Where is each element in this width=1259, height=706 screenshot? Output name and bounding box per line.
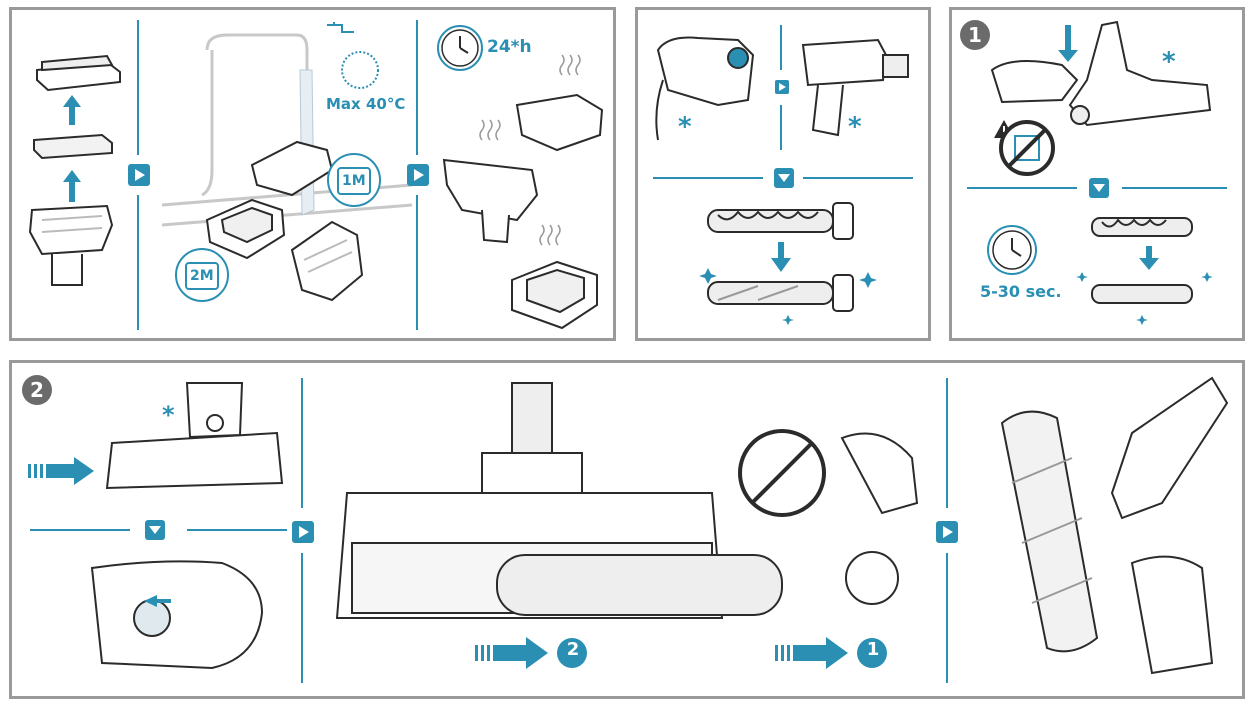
asterisk-icon-4: * [162, 401, 175, 429]
filter-frame [36, 54, 121, 92]
calendar-icon-2 [175, 248, 229, 302]
hair-removal-panel: 1 * [949, 7, 1245, 341]
dust-container [28, 204, 114, 286]
nozzle-front-view [105, 382, 284, 490]
next-arrow-icon-2 [407, 164, 429, 186]
down-arrow-icon-2 [1089, 178, 1109, 198]
wet-dust-container [290, 220, 364, 302]
asterisk-icon-3: * [1162, 47, 1176, 77]
asterisk-icon-2: * [848, 112, 862, 142]
washed-brushroll-upright [1000, 410, 1099, 653]
brushroll-washing-illustration: * [28, 376, 1229, 683]
no-water-icon-2 [738, 429, 826, 517]
clean-brushroll [707, 274, 854, 312]
end-cap-release [90, 560, 264, 670]
next-arrow-icon-3 [775, 80, 789, 94]
step-number-2-badge: 2 [22, 375, 52, 405]
filter-cleaning-illustration [28, 20, 604, 330]
filter-sponge [33, 133, 113, 160]
nozzle-side-view [801, 38, 909, 137]
sparkle-icon [699, 268, 877, 325]
asterisk-icon: * [678, 112, 692, 142]
duration-label: 5-30 sec. [980, 282, 1062, 301]
release-arrow [144, 595, 171, 607]
water-temperature-label: Max 40°C [326, 95, 406, 113]
clean-brushroll-2 [1091, 284, 1193, 304]
brushroll-removal-panel: * * [635, 7, 931, 341]
down-arrow [771, 242, 791, 272]
sequence-number-1: 1 [866, 639, 880, 660]
sequence-arrow-2 [475, 637, 587, 669]
filter-cleaning-panel: Max 40°C 1M 2M 24*h [9, 7, 616, 341]
drying-time-label: 24*h [487, 37, 532, 57]
push-arrow [28, 457, 94, 485]
interval-2m-label: 2M [190, 268, 214, 284]
down-arrow-icon-3 [145, 520, 165, 540]
nozzle-end-view [656, 36, 755, 107]
brushroll-washing-panel: 2 * [9, 360, 1245, 699]
sparkle-icon-2 [1076, 272, 1213, 325]
next-arrow-icon [128, 164, 150, 186]
next-arrow-icon-5 [936, 521, 958, 543]
down-arrow-icon [774, 168, 794, 188]
steam-lines [479, 54, 581, 246]
tangled-brushroll [1091, 217, 1193, 237]
hair-removal-illustration: * [967, 20, 1227, 325]
wiping-cloth [1130, 555, 1214, 675]
wet-filter-frame [205, 198, 286, 260]
interval-1m-label: 1M [342, 173, 366, 189]
end-cap-detail [840, 432, 919, 605]
clock-icon-2 [987, 225, 1037, 275]
wet-sponge [250, 140, 334, 197]
dirty-brushroll [707, 202, 854, 240]
next-arrow-icon-4 [292, 521, 314, 543]
no-water-icon [999, 120, 1055, 176]
stick-vacuum-head [1068, 20, 1212, 127]
foot-pedal [990, 60, 1079, 104]
clock-icon [437, 25, 483, 71]
faucet-icon [327, 22, 379, 89]
drying-sponge [515, 93, 604, 152]
brushroll-sliding-out [496, 554, 783, 616]
sequence-number-2: 2 [566, 639, 580, 660]
drying-frame [511, 260, 598, 330]
up-arrow-2 [63, 170, 81, 202]
handheld-unit [1110, 376, 1229, 520]
brushroll-removal-illustration: * * [653, 25, 913, 325]
sequence-arrow-1 [775, 637, 887, 669]
calendar-icon [327, 153, 381, 207]
drying-container [442, 158, 539, 244]
step-number-1-badge: 1 [960, 20, 990, 50]
up-arrow [63, 95, 81, 125]
down-arrow-3 [1139, 246, 1159, 270]
down-arrow-2 [1058, 25, 1078, 62]
